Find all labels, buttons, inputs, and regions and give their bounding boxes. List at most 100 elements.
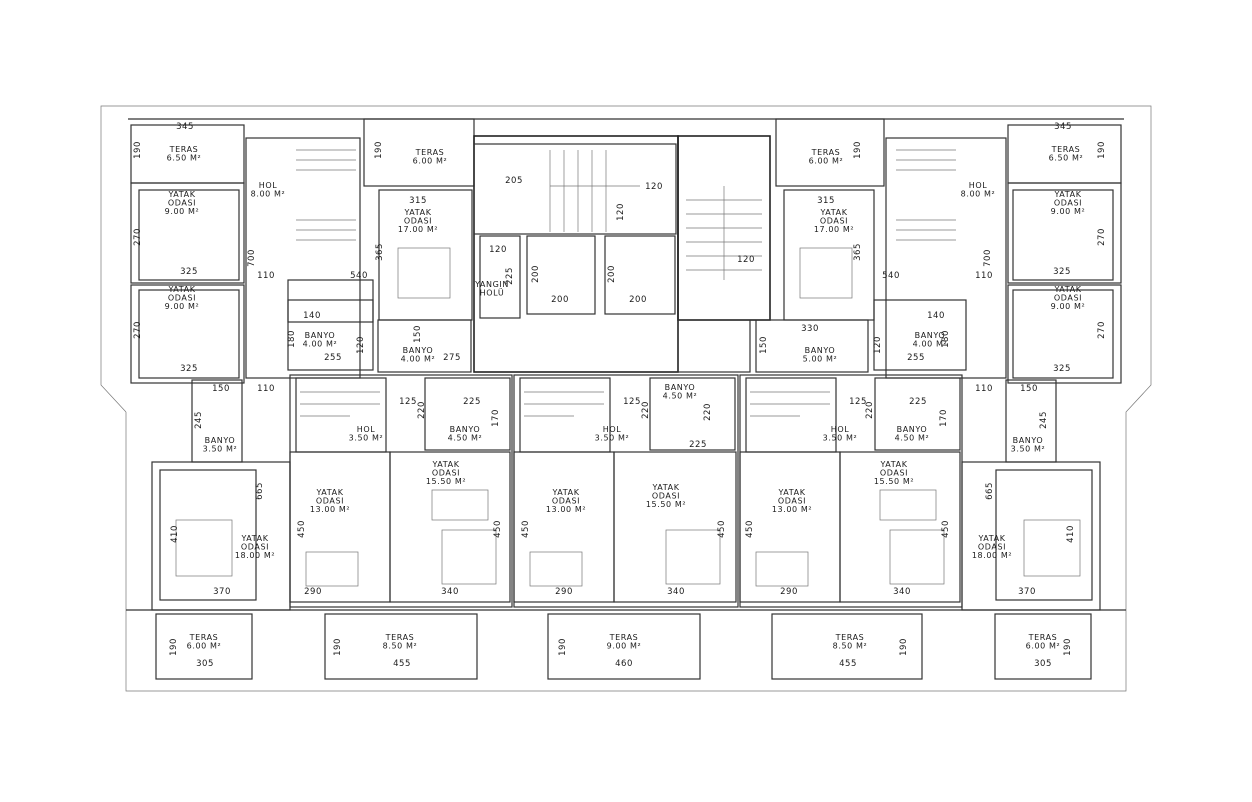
dimension-label-86: 190 [558, 638, 568, 656]
dimension-label-65: 290 [304, 587, 322, 597]
room-label-yatak-13-3-0: YATAK [777, 488, 805, 497]
dimension-label-6: 700 [247, 249, 257, 267]
room-label-yatak-18-l-2: 18.00 M² [235, 551, 275, 560]
room-label-teras-b4-0: TERAS [835, 633, 865, 642]
room-label-teras-tr-0: TERAS [1051, 145, 1081, 154]
room-label-banyo-4-l2-0: BANYO [403, 346, 434, 355]
room-label-yatak-17-l-1: ODASI [404, 217, 432, 226]
dimension-label-81: 370 [1018, 587, 1036, 597]
dimension-label-2: 270 [133, 228, 143, 246]
dimension-label-0: 345 [176, 122, 194, 132]
dimension-label-73: 290 [780, 587, 798, 597]
room-label-yatak-r1-2: 9.00 M² [1051, 207, 1086, 216]
room-label-banyo-45-2-1: 4.50 M² [663, 392, 698, 401]
room-label-banyo-5-0: BANYO [805, 346, 836, 355]
room-label-banyo-45-3-1: 4.50 M² [895, 434, 930, 443]
dimension-label-50: 410 [170, 525, 180, 543]
room-label-yatak-155-3-1: ODASI [880, 469, 908, 478]
room-label-yatak-l2-0: YATAK [167, 285, 195, 294]
dimension-label-15: 120 [489, 245, 507, 255]
wall-lines [126, 118, 1126, 680]
dimension-label-28: 700 [983, 249, 993, 267]
room-label-yatak-r2-1: ODASI [1054, 294, 1082, 303]
room-label-yatak-18-r-2: 18.00 M² [972, 551, 1012, 560]
room-label-banyo-45-2-0: BANYO [665, 383, 696, 392]
room-label-banyo-4-r-1: 4.00 M² [913, 340, 948, 349]
dimension-label-69: 290 [555, 587, 573, 597]
room-label-teras-b2-1: 8.50 M² [383, 642, 418, 651]
room-label-teras-b5-1: 6.00 M² [1026, 642, 1061, 651]
room-label-yatak-155-2-1: ODASI [652, 492, 680, 501]
dimension-label-54: 225 [463, 397, 481, 407]
dimension-label-83: 305 [196, 659, 214, 669]
dimension-label-47: 110 [257, 384, 275, 394]
dimension-label-26: 365 [853, 243, 863, 261]
dimension-label-53: 220 [417, 401, 427, 419]
room-label-hol-35-3-0: HOL [831, 425, 850, 434]
dimension-label-85: 455 [393, 659, 411, 669]
dimension-label-29: 110 [975, 271, 993, 281]
room-label-yatak-17-l-0: YATAK [403, 208, 431, 217]
dimension-label-39: 275 [443, 353, 461, 363]
room-label-yatak-155-2-0: YATAK [651, 483, 679, 492]
dimension-label-59: 225 [689, 440, 707, 450]
dimension-label-67: 340 [441, 587, 459, 597]
room-label-banyo-4-l-0: BANYO [305, 331, 336, 340]
room-label-teras-b1-1: 6.00 M² [187, 642, 222, 651]
room-label-banyo-35-r-0: BANYO [1013, 436, 1044, 445]
room-label-yatak-155-1-1: ODASI [432, 469, 460, 478]
dimension-label-23: 190 [1097, 141, 1107, 159]
room-label-yatak-r2-2: 9.00 M² [1051, 302, 1086, 311]
dimension-label-24: 315 [817, 196, 835, 206]
dimension-label-18: 200 [551, 295, 569, 305]
room-label-yatak-17-r-1: ODASI [820, 217, 848, 226]
dimension-label-21: 120 [737, 255, 755, 265]
dimension-label-14: 120 [616, 203, 626, 221]
dimension-label-57: 220 [641, 401, 651, 419]
room-label-hol-tr-1: 8.00 M² [961, 190, 996, 199]
dimension-label-88: 455 [839, 659, 857, 669]
room-label-teras-b4-1: 8.50 M² [833, 642, 868, 651]
room-label-hol-35-2-0: HOL [603, 425, 622, 434]
room-label-yatak-13-3-2: 13.00 M² [772, 505, 812, 514]
dimension-label-35: 180 [287, 330, 297, 348]
dimension-label-82: 190 [169, 638, 179, 656]
dimension-label-8: 540 [350, 271, 368, 281]
room-label-banyo-45-3-0: BANYO [897, 425, 928, 434]
room-label-hol-tr-0: HOL [969, 181, 988, 190]
furniture [175, 247, 1081, 587]
dimension-label-38: 150 [413, 325, 423, 343]
room-label-banyo-4-l2-1: 4.00 M² [401, 355, 436, 364]
room-label-teras-b1-0: TERAS [189, 633, 219, 642]
dimension-label-55: 170 [491, 409, 501, 427]
room-label-teras-tl-1: 6.50 M² [167, 154, 202, 163]
dimension-label-44: 255 [907, 353, 925, 363]
room-label-hol-35-3-1: 3.50 M² [823, 434, 858, 443]
dimension-label-19: 200 [607, 265, 617, 283]
dimension-label-25: 190 [853, 141, 863, 159]
room-label-yatak-155-2-2: 15.50 M² [646, 500, 686, 509]
dimension-label-12: 205 [505, 176, 523, 186]
room-label-banyo-4-r-0: BANYO [915, 331, 946, 340]
dimension-label-74: 450 [941, 520, 951, 538]
room-label-banyo-35-l-1: 3.50 M² [203, 445, 238, 454]
dimension-label-20: 200 [629, 295, 647, 305]
room-label-yatak-r1-0: YATAK [1053, 190, 1081, 199]
room-label-yangin-0: YANGIN [474, 280, 509, 289]
room-label-teras-tc-l-0: TERAS [415, 148, 445, 157]
room-label-hol-35-1-1: 3.50 M² [349, 434, 384, 443]
dimension-label-68: 450 [521, 520, 531, 538]
dimension-label-40: 330 [801, 324, 819, 334]
room-label-banyo-45-1-1: 4.50 M² [448, 434, 483, 443]
building-outline [100, 105, 1152, 692]
room-label-yatak-18-l-1: ODASI [241, 543, 269, 552]
dimension-label-72: 450 [745, 520, 755, 538]
dimension-label-58: 220 [703, 403, 713, 421]
room-label-yatak-13-2-1: ODASI [552, 497, 580, 506]
room-label-banyo-35-r-1: 3.50 M² [1011, 445, 1046, 454]
room-label-yangin-1: HOLÜ [480, 288, 505, 298]
dimension-label-89: 190 [899, 638, 909, 656]
stair-treads [296, 149, 956, 417]
dimension-label-78: 245 [1039, 411, 1049, 429]
room-label-teras-b5-0: TERAS [1028, 633, 1058, 642]
